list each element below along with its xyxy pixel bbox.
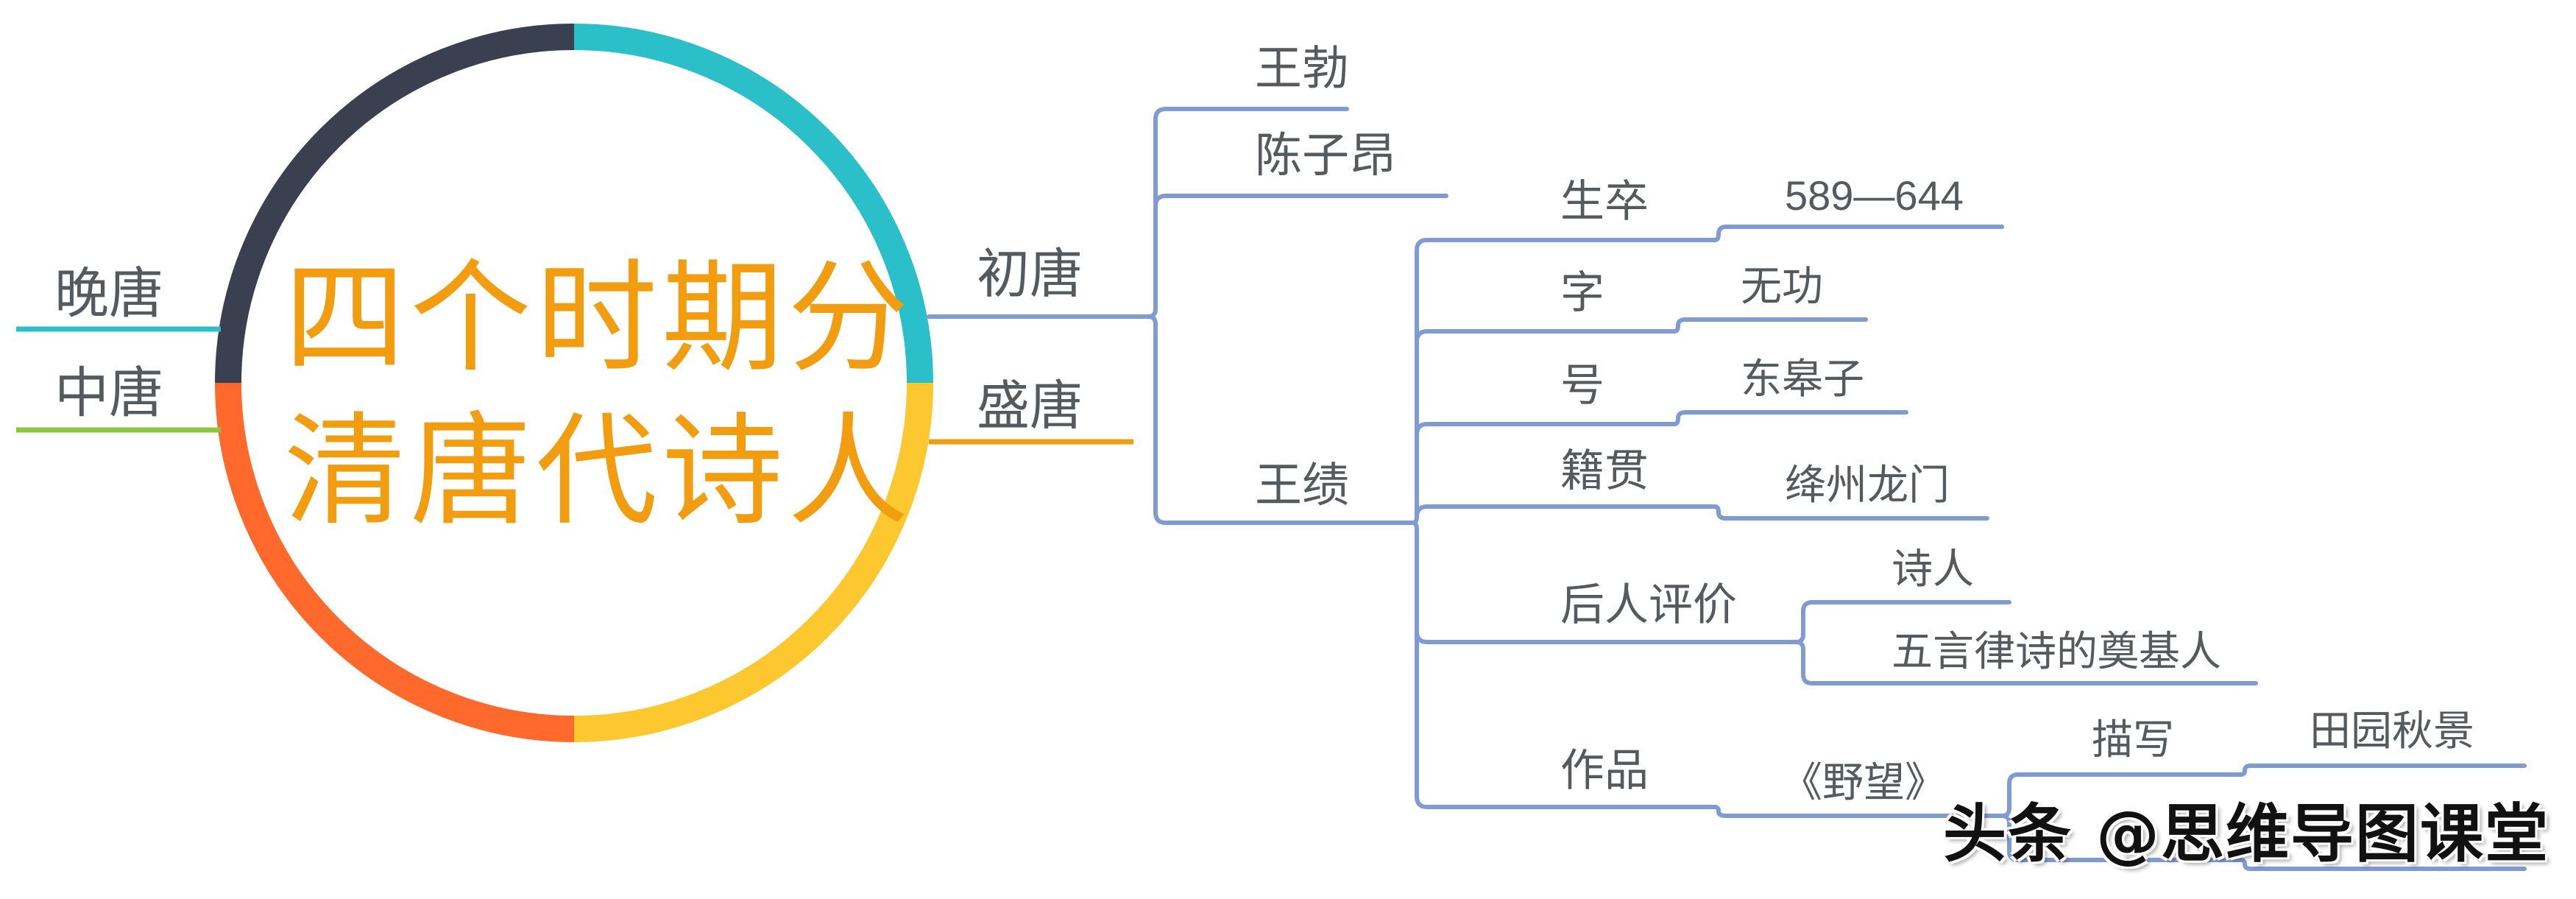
wantang-label: 晚唐	[54, 262, 163, 325]
center-ring	[215, 24, 933, 742]
poet-chenziang: 陈子昂	[1255, 129, 1396, 183]
ring-segment-orange	[215, 382, 575, 742]
zhongtang-label: 中唐	[54, 362, 163, 425]
courtesy-name-value: 无功	[1741, 263, 1823, 311]
chutang-to-chenziang	[1153, 194, 1448, 208]
attr-hao-label: 号	[1560, 360, 1604, 412]
ring-segment-teal	[573, 24, 933, 384]
attr-lifespan-label: 生卒	[1560, 176, 1649, 228]
hometown-value: 绛州龙门	[1785, 462, 1950, 510]
poet-wangbo: 王勃	[1255, 42, 1349, 96]
evaluation-founder: 五言律诗的奠基人	[1892, 628, 2221, 676]
ring-segment-dark	[215, 24, 575, 384]
shengtang-label: 盛唐	[977, 375, 1083, 437]
work-yewang: 《野望》	[1781, 759, 1946, 807]
attr-zuopin-label: 作品	[1560, 745, 1649, 797]
step-lifespan	[1705, 225, 2004, 242]
watermark: 头条 @思维导图课堂	[1943, 797, 2550, 871]
step-zi	[1665, 317, 1868, 334]
chutang-label: 初唐	[977, 243, 1083, 305]
center-title-line1: 四个时期分	[284, 247, 913, 389]
step-lower-value	[2235, 858, 2527, 871]
poet-wangji: 王绩	[1255, 459, 1349, 513]
attr-pingjia-label: 后人评价	[1560, 579, 1737, 631]
wangji-to-pingjia	[1415, 630, 1798, 644]
yewang-lower	[2000, 814, 2240, 862]
pingjia-to-jidian	[1794, 640, 2258, 685]
work-tianyuan-qiujing: 田园秋景	[2310, 708, 2474, 755]
art-name-value: 东皋子	[1741, 356, 1864, 403]
center-title-line2: 清唐代诗人	[284, 401, 913, 542]
wangji-bracket-lower	[1411, 521, 1710, 809]
chutang-to-wangji	[1146, 314, 1415, 525]
work-miaoxie: 描写	[2092, 716, 2174, 764]
ring-segment-yellow	[573, 382, 933, 742]
attr-jiguan-label: 籍贯	[1560, 445, 1649, 497]
evaluation-poet: 诗人	[1892, 546, 1974, 593]
wangji-to-hao	[1415, 422, 1669, 437]
wangji-to-jiguan	[1415, 504, 1710, 519]
lifespan-value: 589—644	[1785, 172, 1964, 219]
step-jiguan	[1705, 504, 1989, 521]
step-zuopin	[1705, 805, 2004, 818]
step-hao	[1665, 410, 1908, 426]
wangji-to-zi	[1415, 329, 1669, 344]
attr-zi-label: 字	[1560, 267, 1604, 319]
step-miaoxie	[2235, 764, 2527, 777]
